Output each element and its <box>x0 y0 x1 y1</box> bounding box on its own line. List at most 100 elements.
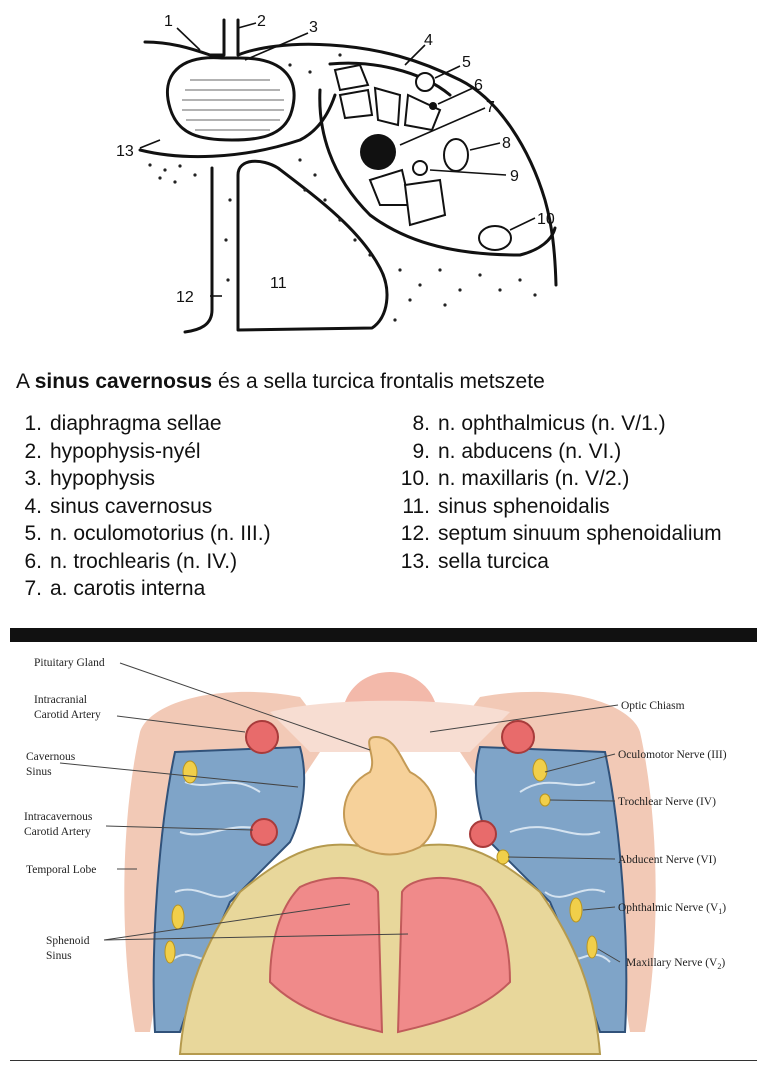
cavernous-sinus-chambers <box>333 63 447 227</box>
label-intracavernous-line1: Intracavernous <box>24 811 93 823</box>
label-ophthalmic-nerve: Ophthalmic Nerve (V1) <box>618 902 726 916</box>
label-abducent-nerve: Abducent Nerve (VI) <box>618 854 717 866</box>
intracavernous-carotid-left <box>250 818 278 846</box>
callout-8: 8 <box>502 135 511 152</box>
optic-region <box>270 700 510 752</box>
legend-item: 5. n. oculomotorius (n. III.) <box>16 520 271 548</box>
legend-number: 13. <box>400 549 430 573</box>
legend-item: 4.sinus cavernosus <box>16 493 271 521</box>
legend-item: 9. n. abducens (n. VI.) <box>392 438 722 466</box>
hypophysis-outline <box>165 56 296 142</box>
legend-item: 11. sinus sphenoidalis <box>392 493 722 521</box>
legend-number: 6. <box>24 549 42 573</box>
right-labels: Optic Chiasm Oculomotor Nerve (III) Troc… <box>618 700 727 971</box>
intracavernous-carotid-right <box>469 820 497 848</box>
label-intracavernous-line2: Carotid Artery <box>24 826 91 838</box>
legend-number: 8. <box>412 412 430 435</box>
intracranial-carotid-right <box>501 720 535 754</box>
legend-text: n. oculomotorius (n. III.) <box>50 522 271 545</box>
left-labels: Pituitary Gland Intracranial Carotid Art… <box>24 657 105 962</box>
legend-text: n. trochlearis (n. IV.) <box>50 549 238 573</box>
maxillary-subscript: 2 <box>717 962 721 971</box>
caption-prefix: A <box>16 370 35 393</box>
maxillary-text: Maxillary Nerve (V <box>626 957 718 969</box>
ophthalmic-nerve-shape <box>443 138 469 172</box>
legend-text: sella turcica <box>438 549 549 573</box>
label-pituitary-gland: Pituitary Gland <box>34 657 105 669</box>
hypophysis-hatching <box>182 79 284 131</box>
caption-suffix: és a sella turcica frontalis metszete <box>212 370 545 393</box>
section-divider <box>10 628 757 642</box>
legend-text: a. carotis interna <box>50 577 206 600</box>
label-temporal-lobe: Temporal Lobe <box>26 864 96 876</box>
callout-5: 5 <box>462 54 471 71</box>
callout-11: 11 <box>270 275 287 292</box>
bottom-rule <box>10 1060 757 1061</box>
callout-12: 12 <box>176 289 194 306</box>
intracranial-carotid-left <box>245 720 279 754</box>
callout-3: 3 <box>309 19 318 36</box>
legend-text: hypophysis <box>50 467 156 490</box>
legend-left-column: 1.diaphragma sellae 2. hypophysis-nyél 3.… <box>16 410 271 603</box>
callout-2: 2 <box>257 13 266 30</box>
legend-item: 12. septum sinuum sphenoidalium <box>392 520 722 548</box>
legend-number: 5. <box>24 522 42 545</box>
cavernous-sinus-right <box>474 745 628 1033</box>
callout-numbers: 1 2 3 4 5 6 7 8 9 10 11 12 13 <box>116 13 555 306</box>
legend-number: 12. <box>400 522 430 545</box>
bone-stippling <box>148 53 537 322</box>
legend-item: 6. n. trochlearis (n. IV.) <box>16 548 271 576</box>
label-oculomotor-nerve: Oculomotor Nerve (III) <box>618 749 727 761</box>
label-leaders <box>59 662 621 963</box>
legend-item: 7. a. carotis interna <box>16 575 271 603</box>
legend-text: n. abducens (n. VI.) <box>438 439 622 463</box>
legend-number: 7. <box>24 577 42 600</box>
callout-4: 4 <box>424 32 433 49</box>
legend-item: 1.diaphragma sellae <box>16 410 271 438</box>
sphenoid-bone <box>178 843 602 1055</box>
label-optic-chiasm: Optic Chiasm <box>621 700 685 712</box>
septum-outline <box>183 166 214 334</box>
callout-9: 9 <box>510 168 519 185</box>
sphenoid-sinus-left <box>268 876 384 1034</box>
label-trochlear-nerve: Trochlear Nerve (IV) <box>618 796 716 808</box>
legend-text: sinus sphenoidalis <box>438 494 610 518</box>
label-intracranial-line1: Intracranial <box>34 694 87 706</box>
sphenoid-sinus-outline <box>236 159 389 332</box>
ophthalmic-text: Ophthalmic Nerve (V <box>618 902 719 914</box>
label-cavernous-line2: Sinus <box>26 766 52 778</box>
callout-6: 6 <box>474 77 483 94</box>
callout-leaders <box>139 22 536 297</box>
legend-item: 8. n. ophthalmicus (n. V/1.) <box>392 410 722 438</box>
label-sphenoid-line2: Sinus <box>46 950 72 962</box>
legend-text: hypophysis-nyél <box>50 439 201 463</box>
label-maxillary-nerve: Maxillary Nerve (V2) <box>626 957 725 971</box>
carotid-artery-shape <box>360 134 396 170</box>
legend-text: n. ophthalmicus (n. V/1.) <box>438 412 666 435</box>
caption-bold-term: sinus cavernosus <box>34 370 213 393</box>
legend-item: 10. n. maxillaris (n. V/2.) <box>392 465 722 493</box>
label-sphenoid-line1: Sphenoid <box>46 935 90 947</box>
abducens-nerve-shape <box>412 160 428 176</box>
figure-caption: A sinus cavernosus és a sella turcica fr… <box>16 370 545 394</box>
legend-number: 4. <box>24 494 42 518</box>
maxillary-nerve-shape <box>478 225 512 251</box>
pituitary-gland <box>343 735 437 856</box>
legend-number: 11. <box>402 494 430 518</box>
legend-number: 10. <box>400 467 430 490</box>
cavernous-sinus-color-illustration: Pituitary Gland Intracranial Carotid Art… <box>10 642 757 1055</box>
sella-turcica-line-drawing: 1 2 3 4 5 6 7 8 9 10 11 12 13 <box>116 13 558 334</box>
trochlear-nerve-shape <box>429 102 437 110</box>
oculomotor-nerve-shape <box>415 72 435 92</box>
sphenoid-sinus-right <box>396 876 512 1034</box>
legend-number: 2. <box>24 439 42 463</box>
callout-10: 10 <box>537 211 555 228</box>
legend-text: septum sinuum sphenoidalium <box>438 522 722 545</box>
legend-text: n. maxillaris (n. V/2.) <box>438 467 630 490</box>
ophthalmic-subscript: 1 <box>718 907 722 916</box>
label-cavernous-line1: Cavernous <box>26 751 76 763</box>
label-intracranial-line2: Carotid Artery <box>34 709 101 721</box>
legend-item: 3.hypophysis <box>16 465 271 493</box>
legend-number: 9. <box>412 439 430 463</box>
legend-text: diaphragma sellae <box>50 412 222 435</box>
